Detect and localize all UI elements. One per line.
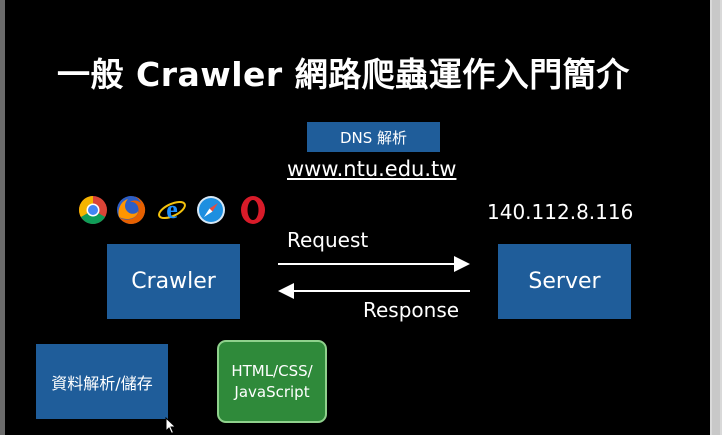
slide-title: 一般 Crawler 網路爬蟲運作入門簡介: [57, 55, 630, 94]
chrome-icon: [79, 196, 107, 224]
request-response-arrows: [278, 256, 470, 299]
dns-resolution-box: DNS 解析: [307, 122, 440, 152]
ie-icon: e: [158, 195, 186, 224]
opera-icon: [241, 196, 265, 224]
window-left-border: [0, 0, 5, 435]
request-label: Request: [287, 228, 369, 252]
server-box: Server: [498, 244, 631, 319]
slide-canvas: 一般 Crawler 網路爬蟲運作入門簡介 DNS 解析 www.ntu.edu…: [5, 0, 710, 435]
url-label: www.ntu.edu.tw: [287, 157, 457, 181]
data-storage-box: 資料解析/儲存: [36, 344, 168, 419]
window-scrollbar[interactable]: [710, 0, 722, 435]
crawler-box: Crawler: [107, 244, 240, 319]
mouse-cursor-icon: [165, 417, 177, 435]
html-box-line1: HTML/CSS/: [231, 361, 313, 380]
safari-icon: [197, 196, 225, 224]
html-css-js-box: HTML/CSS/ JavaScript: [217, 340, 327, 423]
scrollbar-track[interactable]: [712, 0, 720, 435]
html-box-line2: JavaScript: [234, 382, 310, 401]
response-label: Response: [363, 298, 460, 322]
ip-address-label: 140.112.8.116: [487, 200, 634, 224]
svg-text:e: e: [166, 195, 178, 224]
firefox-icon: [117, 195, 146, 224]
